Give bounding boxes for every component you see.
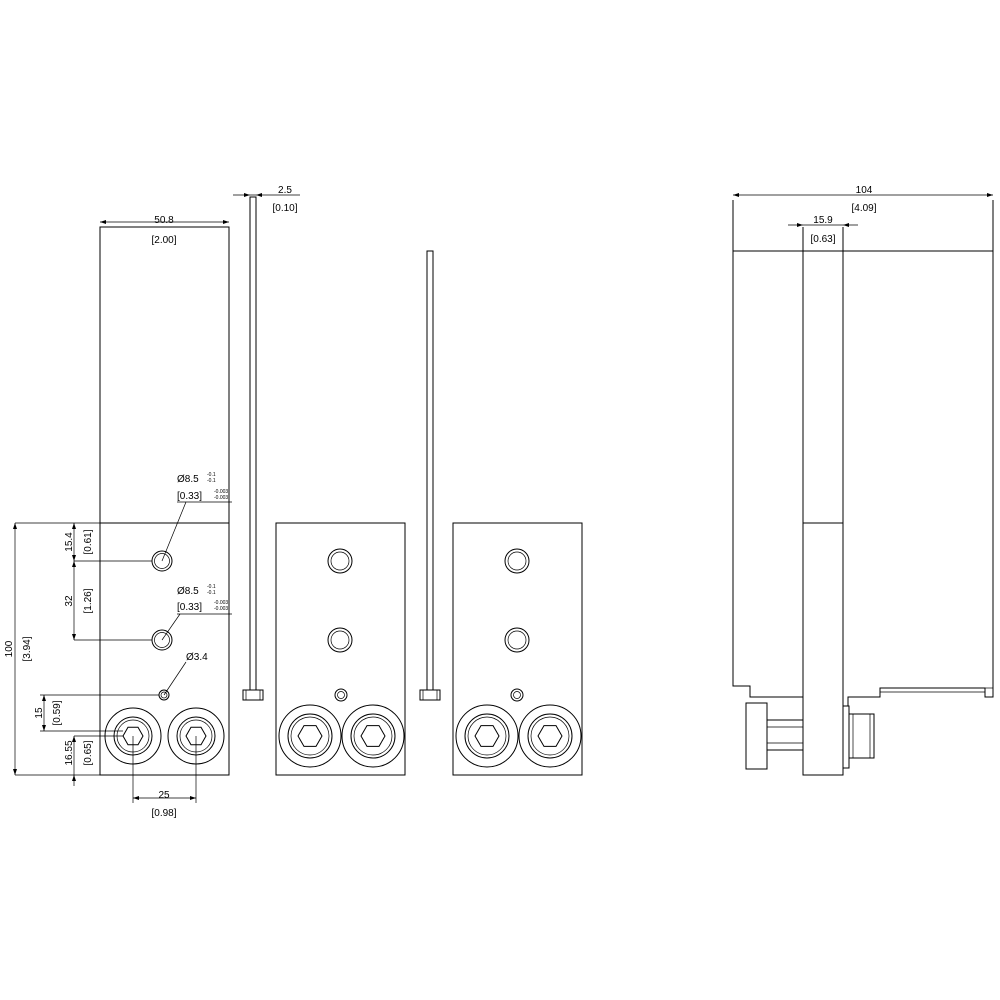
callout-hole-small-dia: Ø3.4 [186, 652, 208, 663]
callout-hole-upper-tol-b: -0.1 [207, 478, 216, 484]
dim-15-4: 15.4 [0.61] [64, 523, 152, 562]
callout-hole-middle-tol-in-a: -0.003 [214, 600, 228, 606]
front-view-left: 50.8 [2.00] 100 [3.94] 15.4 [0.61] [4, 215, 232, 819]
side-view: 104 [4.09] 15.9 [0.63] [732, 185, 994, 776]
dim-height-value: 100 [4, 640, 15, 657]
hole-small-inner [160, 691, 168, 699]
dim-width-top-value: 50.8 [154, 215, 174, 226]
hole-upper-inner [154, 553, 170, 569]
dim-15-4-value: 15.4 [64, 532, 75, 552]
dim-32-inch: [1.26] [83, 588, 94, 613]
dim-height-inch: [3.94] [22, 636, 33, 661]
dim-16-55: 16.55 [0.65] [64, 735, 123, 786]
callout-hole-upper-dia: Ø8.5 [177, 474, 199, 485]
callout-hole-middle-tol-in-b: -0.003 [214, 606, 228, 612]
dim-side-plate-inch: [0.63] [810, 234, 835, 245]
callout-hole-middle-inch: [0.33] [177, 602, 202, 613]
dim-side-depth-inch: [4.09] [851, 203, 876, 214]
callout-hole-small: Ø3.4 [163, 652, 208, 696]
dim-15: 15 [0.59] [34, 694, 159, 732]
dim-width-top-inch: [2.00] [151, 235, 176, 246]
plate-side-middle [419, 250, 441, 701]
dim-side-plate-value: 15.9 [813, 215, 833, 226]
dim-15-inch: [0.59] [52, 700, 63, 725]
callout-hole-middle-dia: Ø8.5 [177, 586, 199, 597]
dim-pitch: 25 [0.98] [132, 736, 197, 819]
front-view-right [452, 522, 583, 776]
hole-middle-inner [154, 632, 170, 648]
callout-hole-middle: Ø8.5 -0.1 -0.1 [0.33] -0.003 -0.003 [161, 584, 232, 641]
dim-15-value: 15 [34, 707, 45, 719]
dim-16-55-value: 16.55 [64, 740, 75, 765]
dim-pitch-value: 25 [158, 790, 170, 801]
callout-hole-upper-inch: [0.33] [177, 491, 202, 502]
callout-hole-upper-tol-in-b: -0.003 [214, 495, 228, 501]
plate-side-left: 2.5 [0.10] [233, 185, 300, 701]
front-view-middle [275, 522, 406, 776]
dim-32: 32 [1.26] [64, 561, 152, 641]
dim-pitch-inch: [0.98] [151, 808, 176, 819]
callout-hole-upper: Ø8.5 -0.1 -0.1 [0.33] -0.003 -0.003 [161, 472, 232, 562]
callout-hole-upper-tol-a: -0.1 [207, 472, 216, 478]
dim-width-top: 50.8 [2.00] [100, 215, 229, 246]
front-view-left-outline [99, 226, 230, 776]
dim-plate-thickness-inch: [0.10] [272, 203, 297, 214]
dim-plate-thickness-value: 2.5 [278, 185, 292, 196]
dim-16-55-inch: [0.65] [83, 740, 94, 765]
callout-hole-middle-tol-a: -0.1 [207, 584, 216, 590]
callout-hole-upper-tol-in-a: -0.003 [214, 489, 228, 495]
dim-height: 100 [3.94] [4, 522, 100, 776]
dim-32-value: 32 [64, 595, 75, 607]
dim-15-4-inch: [0.61] [83, 529, 94, 554]
dim-side-depth-value: 104 [856, 185, 873, 196]
callout-hole-middle-tol-b: -0.1 [207, 590, 216, 596]
